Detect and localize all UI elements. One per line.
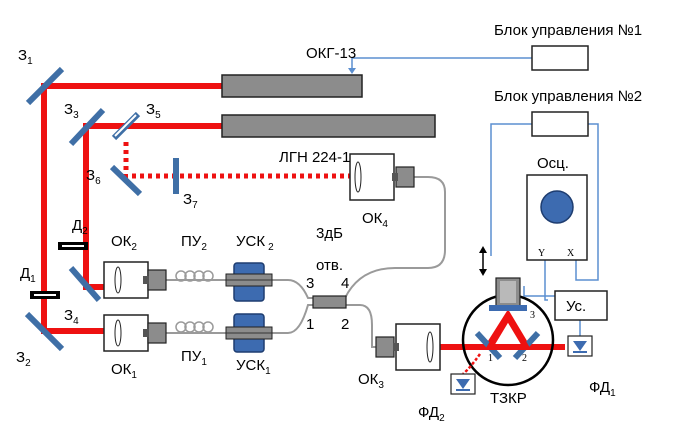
usk2-device [225, 262, 273, 302]
label-tri-1: 1 [488, 353, 493, 364]
label-d1: Д1 [20, 265, 36, 285]
fiber-usk1-port1 [264, 304, 314, 334]
label-pu2: ПУ2 [181, 233, 207, 253]
label-z6: З6 [86, 167, 101, 187]
vertical-motion-arrow [479, 246, 487, 276]
photodiode-fd2 [450, 373, 476, 395]
wire-unit1-okg [351, 57, 532, 70]
tzkr-ring-laser [461, 277, 555, 387]
label-ok3: ОК3 [358, 371, 384, 391]
label-scope-y: Y [538, 248, 545, 259]
photodiode-fd1 [567, 335, 593, 357]
label-coupler-3db: 3дБ [316, 225, 343, 242]
label-coupler-otv: отв. [316, 257, 343, 274]
mirror-z6 [109, 164, 143, 197]
collimator-ok4 [349, 153, 415, 201]
label-ok1: ОК1 [111, 361, 137, 381]
diaphragm-d1 [30, 291, 60, 299]
label-z1: З1 [18, 47, 33, 67]
control-wires [351, 57, 599, 338]
laser-okg13 [221, 74, 363, 98]
label-z2: З2 [16, 349, 31, 369]
label-ok2: ОК2 [111, 233, 137, 253]
label-tzkr: ТЗКР [490, 390, 527, 407]
mirror-z3 [68, 107, 106, 147]
mirror-z1 [25, 66, 65, 106]
label-control-unit-1: Блок управления №1 [494, 22, 642, 39]
diaphragm-d2 [58, 242, 88, 250]
mirror-z4 [68, 266, 102, 302]
label-port3: 3 [306, 275, 314, 292]
label-z3: З3 [64, 101, 79, 121]
fiber-usk2-port3 [264, 279, 314, 299]
mirror-z2 [24, 311, 65, 352]
label-port2: 2 [341, 316, 349, 333]
label-port1: 1 [306, 316, 314, 333]
beam-okg-path [41, 83, 222, 334]
fiber-port2-ok3 [345, 304, 376, 348]
mirror-z5 [111, 111, 141, 141]
fiber-port4-ok4 [344, 176, 446, 299]
wire-unit2-scope [490, 123, 599, 281]
fibers [166, 176, 446, 348]
oscilloscope [526, 174, 588, 261]
fiber-coil-pu2 [175, 270, 214, 282]
amplifier-box [554, 290, 608, 321]
coupler-3db [312, 295, 347, 309]
label-pu1: ПУ1 [181, 348, 207, 368]
label-usk1: УСК1 [236, 357, 271, 377]
control-unit-1-box [531, 45, 589, 71]
label-fd2: ФД2 [418, 404, 445, 424]
beam-lgn-path [83, 123, 222, 290]
ring-beam [484, 311, 532, 350]
label-scope: Осц. [537, 155, 569, 172]
label-control-unit-2: Блок управления №2 [494, 88, 642, 105]
label-z4: З4 [64, 307, 79, 327]
dashed-beam [123, 138, 356, 179]
label-fd1: ФД1 [589, 379, 616, 399]
usk1-device [225, 313, 273, 353]
label-port4: 4 [341, 275, 349, 292]
label-d2: Д2 [72, 217, 88, 237]
label-tri-2: 2 [522, 353, 527, 364]
label-amplifier: Ус. [566, 298, 586, 315]
label-tri-3: 3 [530, 310, 535, 321]
wire-amp-scope [544, 258, 548, 301]
control-unit-2-box [531, 111, 589, 137]
label-z7: З7 [183, 191, 198, 211]
wire-pzt-amp [523, 286, 560, 297]
label-ok4: ОК4 [362, 210, 388, 230]
collimator-ok1 [103, 314, 167, 352]
label-okg13: ОКГ-13 [306, 45, 356, 62]
scope-screen [540, 190, 574, 224]
pzt-base [489, 305, 527, 311]
fiber-coil-pu1 [175, 321, 214, 333]
label-z5: З5 [146, 101, 161, 121]
collimator-ok3 [375, 323, 441, 371]
beam-to-fd2 [462, 353, 482, 375]
collimator-ok2 [103, 261, 167, 299]
laser-lgn224 [221, 114, 436, 138]
label-lgn224: ЛГН 224-1 [279, 149, 350, 166]
label-scope-x: X [567, 248, 575, 259]
